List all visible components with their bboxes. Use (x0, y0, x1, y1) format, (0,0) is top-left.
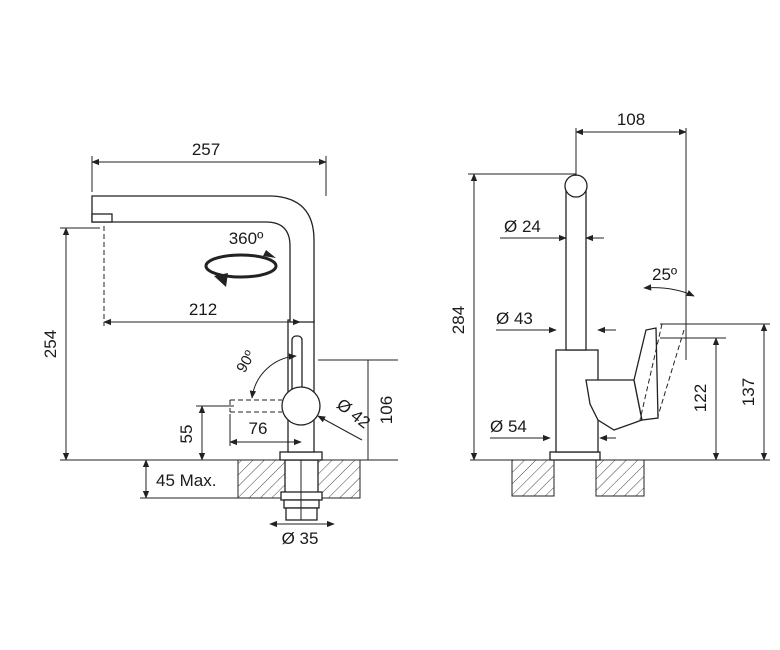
diameter-43: Ø 43 (496, 309, 533, 328)
side-view: 108 284 Ø 24 25º Ø 43 122 137 Ø 54 (449, 110, 770, 497)
faucet-body-front (91, 195, 323, 461)
countertop-front (140, 459, 398, 499)
dim-108: 108 (617, 110, 645, 129)
rotation-360-icon (204, 250, 278, 287)
angle-25: 25º (652, 265, 677, 284)
dim-55: 55 (177, 425, 196, 444)
label-360: 360º (229, 229, 264, 248)
mounting-shank-front (280, 459, 323, 521)
dim-284: 284 (449, 306, 468, 334)
angle-90: 90º (233, 347, 259, 375)
front-view: 257 360º 212 254 90º 106 Ø 42 (41, 140, 398, 548)
diameter-35: Ø 35 (282, 529, 319, 548)
dim-76: 76 (249, 419, 268, 438)
dim-257: 257 (192, 140, 220, 159)
dim-106: 106 (377, 396, 396, 424)
dim-212: 212 (189, 300, 217, 319)
countertop-side (470, 451, 720, 497)
dim-254: 254 (41, 330, 60, 358)
dim-137: 137 (739, 378, 758, 406)
diameter-54: Ø 54 (490, 417, 527, 436)
faucet-body-side (555, 174, 685, 453)
dim-122: 122 (691, 384, 710, 412)
dim-45-max: 45 Max. (156, 471, 216, 490)
diameter-24: Ø 24 (504, 217, 541, 236)
